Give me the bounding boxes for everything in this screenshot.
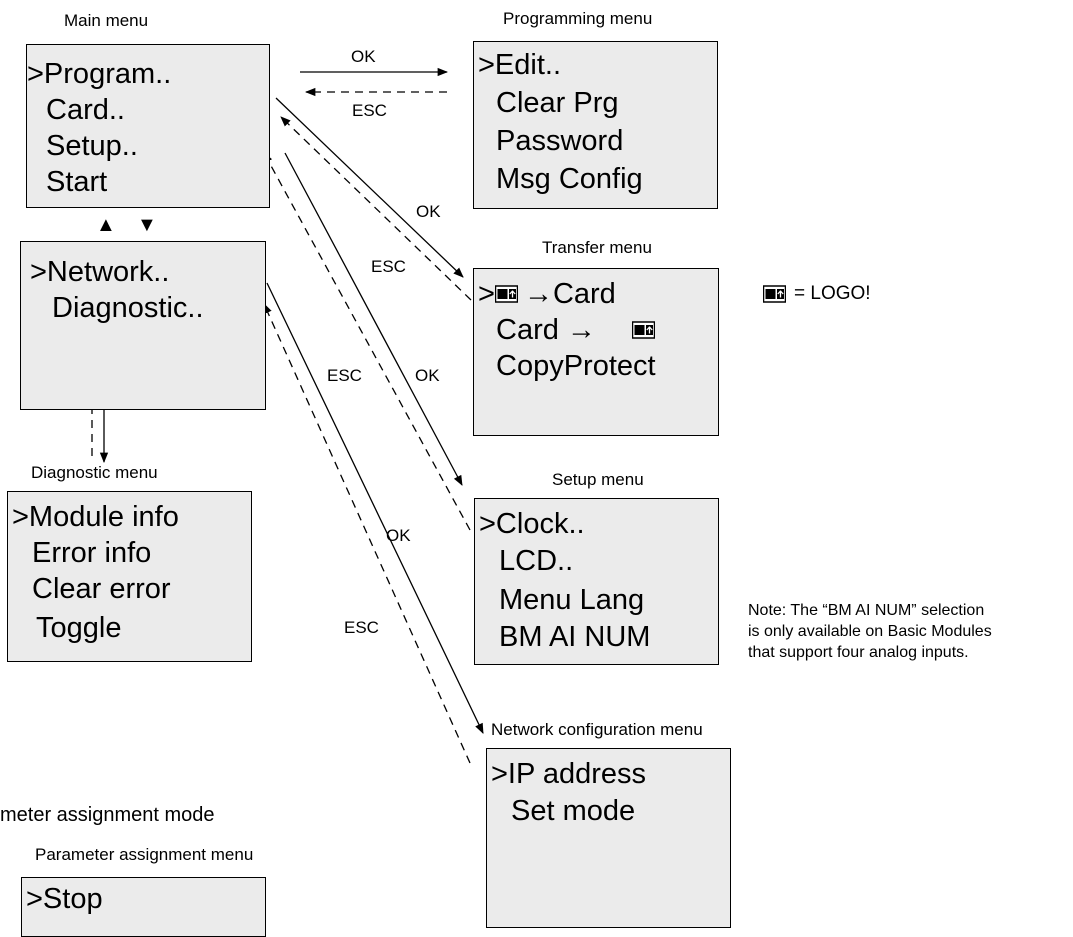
network-menu-item-ip-address[interactable]: >IP address bbox=[491, 758, 647, 790]
arrows-layer bbox=[87, 67, 484, 764]
logo-module-icon bbox=[763, 285, 786, 303]
diagnostic-menu-item-module-info[interactable]: >Module info bbox=[12, 501, 179, 533]
network-menu-item-set-mode[interactable]: Set mode bbox=[511, 795, 636, 827]
network-menu-screen: >IP address Set mode bbox=[486, 748, 731, 928]
ok-arrow-transfer bbox=[275, 97, 464, 278]
parameter-mode-title: meter assignment mode bbox=[0, 804, 215, 826]
esc-arrow-transfer bbox=[280, 116, 472, 301]
main-menu-item-diagnostic[interactable]: Diagnostic.. bbox=[52, 292, 204, 324]
logo-module-icon bbox=[494, 285, 518, 303]
transfer-menu-item-copyprotect[interactable]: CopyProtect bbox=[496, 350, 656, 382]
esc-label-setup: ESC bbox=[327, 366, 362, 385]
esc-label-transfer: ESC bbox=[371, 257, 406, 276]
note-line-2: is only available on Basic Modules bbox=[748, 623, 992, 640]
to-card-text: →Card bbox=[523, 278, 616, 310]
card-to-text: Card → bbox=[496, 314, 596, 346]
esc-arrow-setup bbox=[263, 152, 471, 531]
logo-module-icon bbox=[631, 321, 655, 339]
parameter-menu-title: Parameter assignment menu bbox=[35, 845, 254, 864]
main-menu-item-program[interactable]: >Program.. bbox=[27, 58, 172, 90]
main-menu-item-setup[interactable]: Setup.. bbox=[46, 130, 138, 162]
diagnostic-menu-screen: >Module info Error info Clear error Togg… bbox=[7, 491, 252, 662]
programming-menu-item-clear-prg[interactable]: Clear Prg bbox=[496, 87, 619, 119]
diagnostic-menu-item-error-info[interactable]: Error info bbox=[32, 537, 152, 569]
parameter-menu-screen: >Stop bbox=[21, 877, 266, 937]
esc-label-network: ESC bbox=[344, 618, 379, 637]
transfer-menu-item-logo-to-card[interactable]: > →Card bbox=[478, 277, 616, 311]
logo-legend: = LOGO! bbox=[763, 283, 871, 305]
setup-menu-item-lcd[interactable]: LCD.. bbox=[499, 545, 574, 577]
parameter-menu-item-stop[interactable]: >Stop bbox=[26, 883, 103, 915]
setup-menu-item-bm-ai-num[interactable]: BM AI NUM bbox=[499, 621, 651, 653]
esc-label-programming: ESC bbox=[352, 101, 387, 120]
up-arrow-icon: ▲ bbox=[96, 214, 116, 236]
transfer-menu-item-card-to-logo[interactable]: Card → bbox=[496, 313, 655, 347]
setup-menu-item-clock[interactable]: >Clock.. bbox=[479, 508, 585, 540]
setup-menu-title: Setup menu bbox=[552, 470, 644, 489]
main-menu-item-card[interactable]: Card.. bbox=[46, 94, 125, 126]
main-menu-item-network[interactable]: >Network.. bbox=[30, 256, 170, 288]
programming-menu-item-edit[interactable]: >Edit.. bbox=[478, 49, 562, 81]
diagnostic-menu-title: Diagnostic menu bbox=[31, 463, 158, 482]
note-line-1: Note: The “BM AI NUM” selection bbox=[748, 602, 985, 619]
logo-legend-text: = LOGO! bbox=[794, 283, 871, 304]
programming-menu-screen: >Edit.. Clear Prg Password Msg Config bbox=[473, 41, 718, 209]
programming-menu-item-password[interactable]: Password bbox=[496, 125, 624, 157]
diagnostic-menu-item-clear-error[interactable]: Clear error bbox=[32, 573, 171, 605]
network-menu-title: Network configuration menu bbox=[491, 720, 703, 739]
ok-label-transfer: OK bbox=[416, 202, 441, 221]
cursor-marker: > bbox=[478, 278, 495, 310]
programming-menu-title: Programming menu bbox=[503, 9, 653, 28]
programming-menu-item-msg-config[interactable]: Msg Config bbox=[496, 163, 643, 195]
down-arrow-icon: ▼ bbox=[137, 214, 157, 236]
ok-label-network: OK bbox=[386, 526, 411, 545]
main-menu-title: Main menu bbox=[64, 11, 149, 30]
main-menu-item-start[interactable]: Start bbox=[46, 166, 108, 198]
diagnostic-menu-item-toggle[interactable]: Toggle bbox=[36, 612, 122, 644]
transfer-menu-title: Transfer menu bbox=[542, 238, 652, 257]
setup-menu-screen: >Clock.. LCD.. Menu Lang BM AI NUM bbox=[474, 498, 719, 665]
transfer-menu-screen: > →Card Card → CopyProtect bbox=[473, 268, 719, 436]
ok-arrow-setup bbox=[284, 152, 463, 486]
ok-arrow-network bbox=[266, 282, 484, 734]
ok-label-programming: OK bbox=[351, 47, 376, 66]
ok-label-setup: OK bbox=[415, 366, 440, 385]
setup-menu-item-menu-lang[interactable]: Menu Lang bbox=[499, 584, 645, 616]
note-line-3: that support four analog inputs. bbox=[748, 644, 969, 661]
main-menu-more-screen: >Network.. Diagnostic.. bbox=[20, 241, 266, 410]
main-menu-screen: >Program.. Card.. Setup.. Start bbox=[26, 44, 270, 208]
